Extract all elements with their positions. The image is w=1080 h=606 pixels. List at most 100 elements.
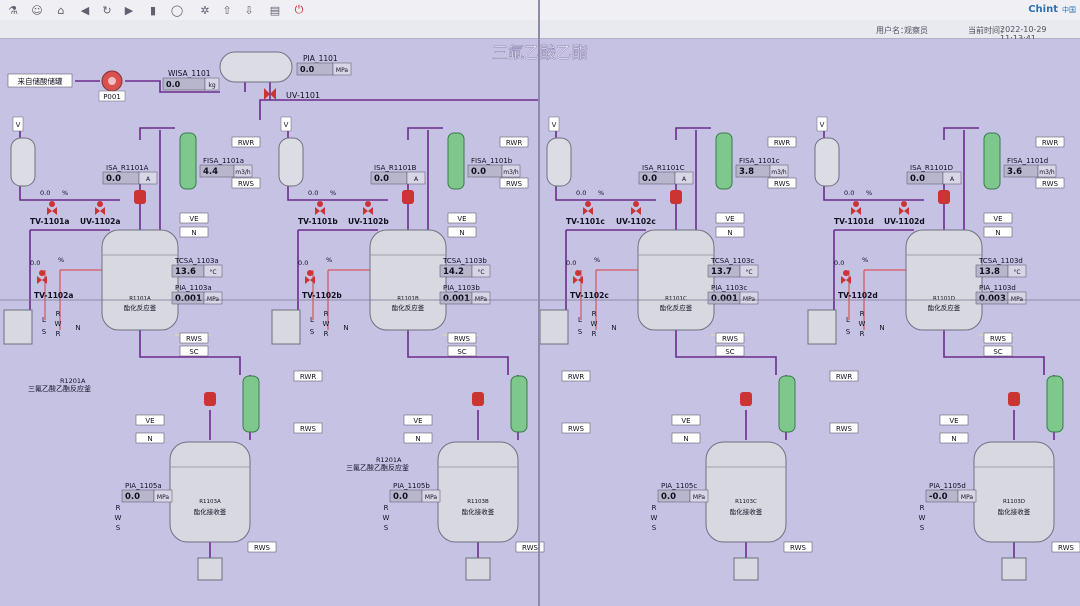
rwr-low-2-box[interactable] [561,370,591,382]
power-icon[interactable]: ⏻ [294,3,304,16]
vent-tag-4[interactable] [816,116,828,132]
tv2-valve-1[interactable] [37,276,47,284]
receiver-column-1[interactable] [242,375,260,433]
condenser-drum-3[interactable] [546,137,572,187]
rwr-top-2-box[interactable] [499,136,529,148]
sc-2-box[interactable] [447,345,477,357]
pump-tank-1[interactable] [3,309,33,345]
sc-3-box[interactable] [715,345,745,357]
up-arrow-icon[interactable]: ⇧ [222,3,232,17]
tv1-valve-2[interactable] [315,207,325,215]
receiver-3[interactable] [705,441,787,543]
n-2-box[interactable] [447,226,477,238]
ve-low-3-box[interactable] [671,414,701,426]
reactor-4[interactable] [905,229,983,331]
tv1-valve-1[interactable] [47,207,57,215]
rws-mid-2-box[interactable] [447,332,477,344]
condenser-drum-2[interactable] [278,137,304,187]
reactor-2[interactable] [369,229,447,331]
agitator-motor-1[interactable] [134,190,146,204]
feed-tank[interactable] [219,51,293,83]
back-icon[interactable]: ◀ [80,3,90,17]
rws-bottom-2-box[interactable] [515,541,545,553]
rws-bottom-4-box[interactable] [1051,541,1080,553]
receiver-motor-1[interactable] [204,392,216,406]
rwr-top-1-box[interactable] [231,136,261,148]
refresh-icon[interactable]: ↻ [102,3,112,17]
uv2-valve-4[interactable] [899,207,909,215]
vent-tag-3[interactable] [548,116,560,132]
pump-tank-4[interactable] [807,309,837,345]
agitator-motor-4[interactable] [938,190,950,204]
user-icon[interactable]: ☺ [31,3,43,17]
n-low-1-box[interactable] [135,432,165,444]
pump-tank-3[interactable] [539,309,569,345]
rws-top-3-box[interactable] [767,177,797,189]
reactor-3[interactable] [637,229,715,331]
cooling-column-1[interactable] [179,132,197,190]
ve-low-2-box[interactable] [403,414,433,426]
rwr-low-3-box[interactable] [829,370,859,382]
forward-icon[interactable]: ▶ [124,3,134,17]
sc-4-box[interactable] [983,345,1013,357]
gear-icon[interactable]: ✲ [200,3,210,17]
condenser-drum-4[interactable] [814,137,840,187]
receiver-pump-2[interactable] [465,557,491,581]
ve-low-4-box[interactable] [939,414,969,426]
tv1-valve-4[interactable] [851,207,861,215]
agitator-motor-3[interactable] [670,190,682,204]
condenser-drum-1[interactable] [10,137,36,187]
document-icon[interactable]: ▤ [269,3,281,17]
ve-4-box[interactable] [983,212,1013,224]
tv2-valve-4[interactable] [841,276,851,284]
agitator-motor-2[interactable] [402,190,414,204]
rws-low-1-box[interactable] [293,422,323,434]
n-1-box[interactable] [179,226,209,238]
receiver-1[interactable] [169,441,251,543]
rwr-top-3-box[interactable] [767,136,797,148]
receiver-pump-1[interactable] [197,557,223,581]
sc-1-box[interactable] [179,345,209,357]
n-4-box[interactable] [983,226,1013,238]
receiver-motor-3[interactable] [740,392,752,406]
receiver-motor-2[interactable] [472,392,484,406]
receiver-column-4[interactable] [1046,375,1064,433]
tv2-valve-3[interactable] [573,276,583,284]
rws-mid-4-box[interactable] [983,332,1013,344]
rws-bottom-3-box[interactable] [783,541,813,553]
rws-mid-1-box[interactable] [179,332,209,344]
home-icon[interactable]: ⌂ [57,3,65,17]
reactor-1[interactable] [101,229,179,331]
ve-1-box[interactable] [179,212,209,224]
feed-source-tag[interactable] [7,73,73,88]
flask-icon[interactable]: ⚗ [8,3,18,17]
tv1-valve-3[interactable] [583,207,593,215]
rwr-top-4-box[interactable] [1035,136,1065,148]
uv2-valve-3[interactable] [631,207,641,215]
rws-low-2-box[interactable] [561,422,591,434]
n-low-4-box[interactable] [939,432,969,444]
stop-icon[interactable]: ◯ [170,3,184,17]
vent-tag-2[interactable] [280,116,292,132]
down-arrow-icon[interactable]: ⇩ [244,3,254,17]
receiver-pump-3[interactable] [733,557,759,581]
rws-top-1-box[interactable] [231,177,261,189]
ve-2-box[interactable] [447,212,477,224]
rws-bottom-1-box[interactable] [247,541,277,553]
ve-low-1-box[interactable] [135,414,165,426]
rws-low-3-box[interactable] [829,422,859,434]
cooling-column-3[interactable] [715,132,733,190]
vent-tag-1[interactable] [12,116,24,132]
cooling-column-2[interactable] [447,132,465,190]
rws-mid-3-box[interactable] [715,332,745,344]
uv-1101-valve[interactable] [264,88,276,100]
n-low-3-box[interactable] [671,432,701,444]
bar-chart-icon[interactable]: ▮ [149,3,157,17]
receiver-2[interactable] [437,441,519,543]
rwr-low-1-box[interactable] [293,370,323,382]
ve-3-box[interactable] [715,212,745,224]
rws-top-4-box[interactable] [1035,177,1065,189]
uv2-valve-2[interactable] [363,207,373,215]
n-3-box[interactable] [715,226,745,238]
rws-top-2-box[interactable] [499,177,529,189]
